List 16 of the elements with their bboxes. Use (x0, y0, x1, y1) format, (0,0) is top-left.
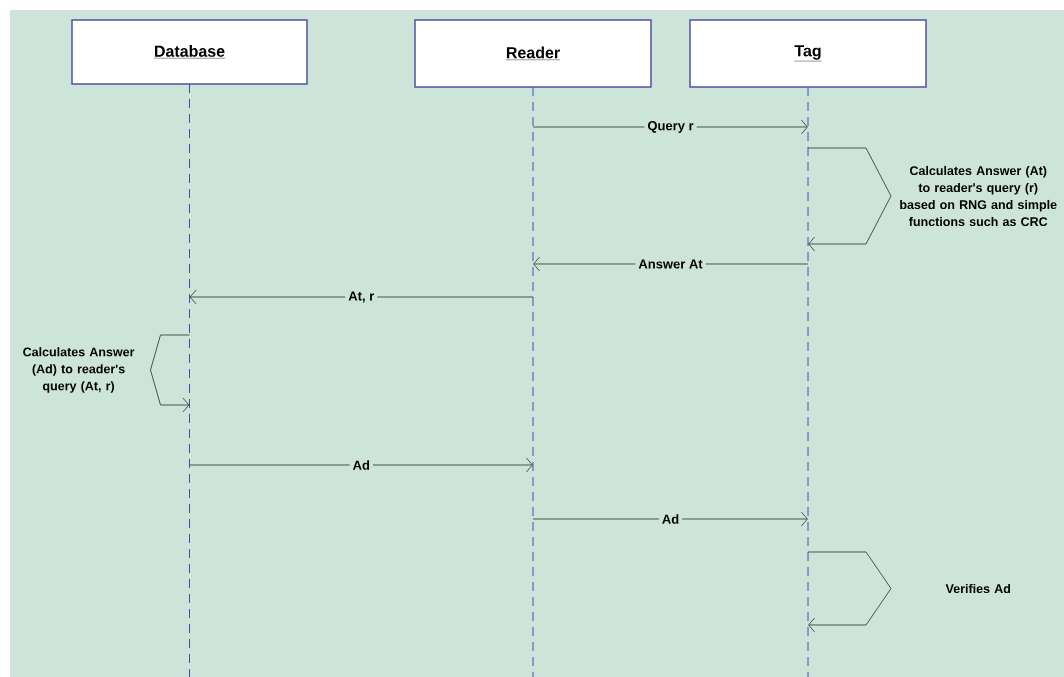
arrow (532, 511, 808, 527)
edge-label: Answer At (635, 256, 706, 272)
note-text: Calculates Answer (At) to reader's query (r) based on RNG and simple functions such as CRC (900, 165, 1057, 227)
note-text: Calculates Answer (Ad) to reader's query (At, r) (23, 347, 135, 393)
arrow (807, 147, 892, 252)
edge-label: Query r (644, 118, 697, 136)
participant-box: Reader (414, 19, 652, 88)
note-text: Verifies Ad (945, 583, 1011, 594)
edge-label: Ad (658, 511, 683, 527)
arrow (189, 289, 534, 305)
arrow (807, 551, 892, 633)
arrow (189, 457, 533, 473)
arrow (150, 334, 190, 413)
participant-box: Database (71, 19, 308, 85)
edge-label: Ad (349, 457, 373, 473)
participant-box: Tag (689, 19, 927, 88)
